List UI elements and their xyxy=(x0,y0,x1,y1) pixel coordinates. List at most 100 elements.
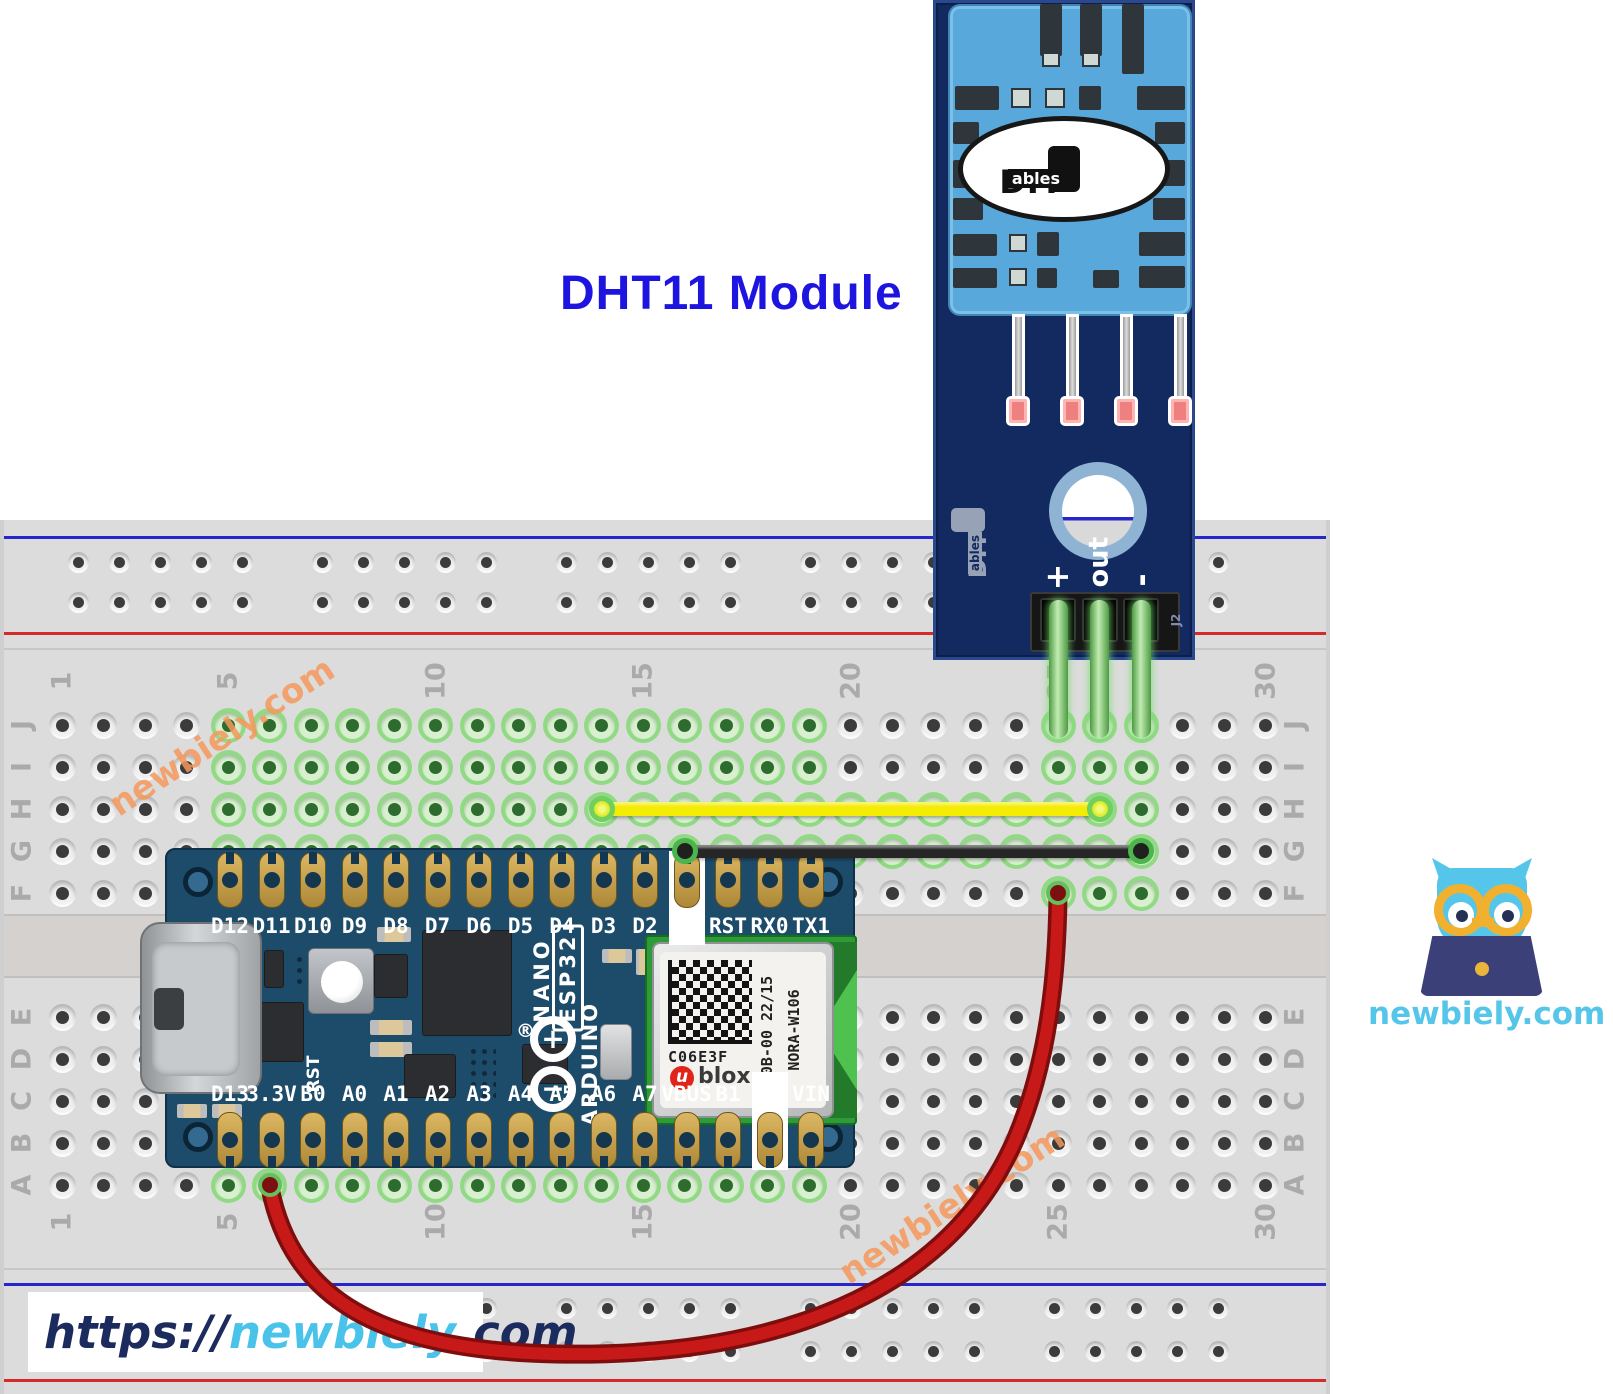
breadboard-hole xyxy=(90,753,117,781)
breadboard-hole xyxy=(48,1129,76,1157)
pin-lug xyxy=(466,1112,492,1168)
breadboard-hole xyxy=(48,753,76,781)
breadboard-hole xyxy=(1252,1087,1279,1115)
usb-c-connector xyxy=(140,922,262,1094)
pin-lug xyxy=(383,1112,409,1168)
breadboard-hole xyxy=(297,711,325,739)
breadboard-hole xyxy=(90,1003,117,1031)
breadboard-hole xyxy=(1210,753,1238,781)
breadboard-hole xyxy=(131,1129,159,1157)
power-rail-hole xyxy=(475,591,497,613)
breadboard-hole xyxy=(878,753,906,781)
breadboard-hole xyxy=(1169,1171,1196,1199)
power-rail-hole xyxy=(475,551,497,573)
top-rail-blue-line xyxy=(4,536,1326,539)
pin-label-D2: D2 xyxy=(632,914,658,938)
power-rail-hole xyxy=(881,591,903,613)
breadboard-hole xyxy=(837,753,864,781)
breadboard-hole xyxy=(1210,1045,1238,1073)
row-letter: I xyxy=(6,761,38,773)
breadboard-hole xyxy=(1003,711,1030,739)
power-rail-hole xyxy=(637,551,659,573)
column-number: 5 xyxy=(212,1212,244,1232)
pin-lug xyxy=(756,852,783,908)
power-rail-hole xyxy=(637,591,659,613)
power-rail-hole xyxy=(108,551,130,573)
breadboard-hole xyxy=(1127,753,1155,781)
row-letter: I xyxy=(1279,761,1311,773)
breadboard-hole xyxy=(671,711,698,739)
breadboard-hole xyxy=(1252,1129,1279,1157)
breadboard-hole xyxy=(214,753,242,781)
breadboard-hole xyxy=(1086,753,1113,781)
row-letter: G xyxy=(1279,839,1311,863)
breadboard-hole xyxy=(546,753,574,781)
row-letter: D xyxy=(6,1047,38,1071)
pin-label-D12: D12 xyxy=(211,914,249,938)
row-letter: J xyxy=(6,719,38,731)
breadboard-hole xyxy=(1169,1087,1196,1115)
breadboard-hole xyxy=(1210,879,1238,907)
row-letter: E xyxy=(6,1007,38,1027)
breadboard-hole xyxy=(629,753,657,781)
url-suffix: .com xyxy=(455,1305,578,1359)
breadboard-hole xyxy=(1127,1045,1155,1073)
breadboard-hole xyxy=(1127,1129,1155,1157)
power-rail-hole xyxy=(393,591,415,613)
breadboard-hole xyxy=(48,711,76,739)
row-letter: H xyxy=(6,797,38,821)
breadboard-hole xyxy=(1169,1129,1196,1157)
pin-lug xyxy=(341,852,368,908)
owl-glasses-icon xyxy=(1434,884,1486,936)
pin-lug xyxy=(300,852,326,908)
url-brand: newbiely xyxy=(228,1305,456,1359)
breadboard-hole xyxy=(463,753,491,781)
row-letter: C xyxy=(1279,1091,1311,1111)
power-rail-hole xyxy=(149,591,171,613)
glasses-bridge-icon xyxy=(1472,918,1494,927)
pin-lug xyxy=(217,852,243,908)
power-rail-hole xyxy=(1125,1340,1147,1362)
pin-lug xyxy=(590,1112,617,1168)
breadboard-hole xyxy=(920,753,947,781)
column-number: 15 xyxy=(627,1203,659,1241)
pin-lug xyxy=(798,1112,824,1168)
breadboard-hole xyxy=(48,1045,76,1073)
breadboard-hole xyxy=(380,711,408,739)
column-number: 1 xyxy=(46,671,78,691)
breadboard-hole xyxy=(48,795,76,823)
breadboard-hole xyxy=(1169,1003,1196,1031)
power-rail-hole xyxy=(678,591,700,613)
site-caption: newbiely.com xyxy=(1368,996,1606,1032)
power-rail-hole xyxy=(1125,1297,1147,1319)
laptop-icon xyxy=(1420,936,1543,996)
power-rail-hole xyxy=(352,591,374,613)
mounting-hole xyxy=(183,867,213,897)
breadboard-hole xyxy=(173,711,200,739)
power-rail-hole xyxy=(881,551,903,573)
power-rail-hole xyxy=(231,551,253,573)
row-letter: H xyxy=(1279,797,1311,821)
breadboard-hole xyxy=(297,753,325,781)
pin-lug xyxy=(258,852,285,908)
pin-lug xyxy=(715,1112,741,1168)
column-number: 10 xyxy=(420,1203,451,1241)
column-number: 5 xyxy=(212,671,244,691)
breadboard-hole xyxy=(961,753,989,781)
pin-lug xyxy=(632,1112,658,1168)
breadboard-hole xyxy=(1127,879,1155,907)
breadboard-hole xyxy=(1252,753,1279,781)
power-rail-hole xyxy=(1207,1297,1229,1319)
power-rail-hole xyxy=(231,591,253,613)
breadboard-hole xyxy=(1252,711,1279,739)
power-rail-hole xyxy=(1166,1340,1188,1362)
power-rail-hole xyxy=(678,551,700,573)
power-rail-hole xyxy=(190,591,212,613)
column-number: 20 xyxy=(835,1203,866,1241)
breadboard-hole xyxy=(131,837,159,865)
breadboard-hole xyxy=(505,753,532,781)
divider xyxy=(4,648,1326,650)
breadboard-hole xyxy=(1169,795,1196,823)
